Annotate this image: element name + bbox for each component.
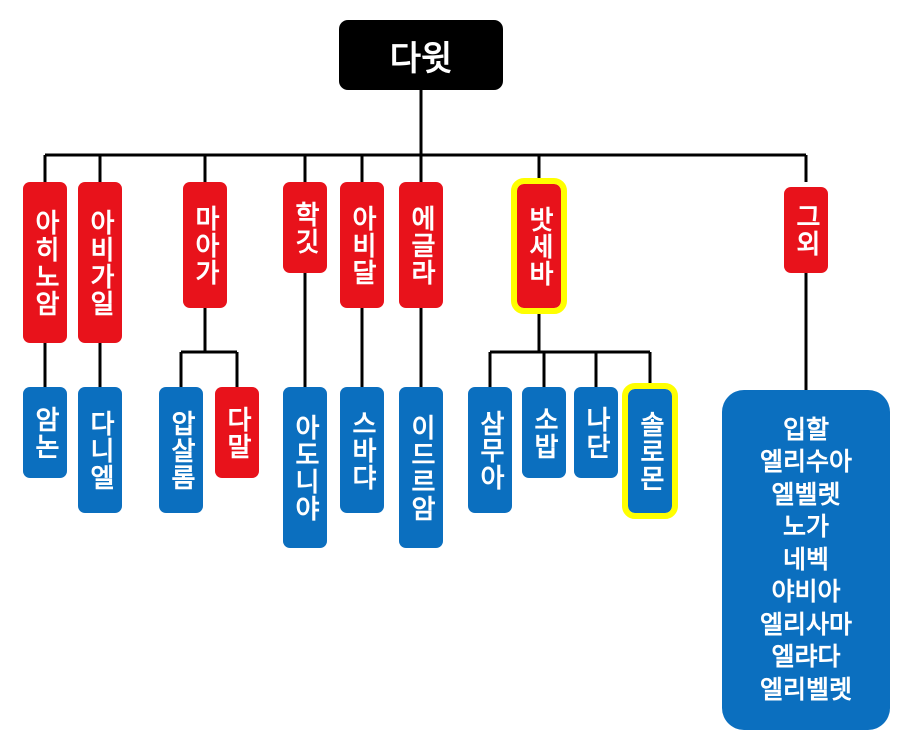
child-daniel: 다니엘 <box>78 387 122 513</box>
wife-maacah: 마아가 <box>183 182 227 308</box>
wife-bathsheba: 밧세바 <box>511 178 567 314</box>
child-shephatiah: 스바댜 <box>340 387 384 513</box>
others-child-5: 네벡 <box>782 544 829 574</box>
child-solomon: 솔로몬 <box>622 383 678 519</box>
child-ithream: 이드르암 <box>399 387 443 548</box>
others-child-8: 엘랴다 <box>771 642 841 672</box>
others-child-1: 입할 <box>782 414 829 444</box>
wives-others: 그외 <box>784 187 828 273</box>
root-node-david: 다윗 <box>339 20 503 90</box>
child-nathan: 나단 <box>574 387 618 478</box>
wife-abigail: 아비가일 <box>78 182 122 343</box>
wife-ahinoam: 아히노암 <box>23 182 67 343</box>
others-child-6: 야비아 <box>771 577 841 607</box>
others-child-4: 노가 <box>782 512 829 542</box>
child-shammua: 삼무아 <box>468 387 512 513</box>
child-amnon: 암논 <box>23 387 67 478</box>
child-shobab: 소밥 <box>522 387 566 478</box>
child-absalom: 압살롬 <box>159 387 203 513</box>
others-children-box: 입할 엘리수아 엘벨렛 노가 네벡 야비아 엘리사마 엘랴다 엘리벨렛 <box>722 390 890 730</box>
others-child-3: 엘벨렛 <box>771 479 841 509</box>
child-tamar: 다말 <box>215 387 259 478</box>
others-child-9: 엘리벨렛 <box>759 674 852 704</box>
others-child-7: 엘리사마 <box>759 609 852 639</box>
wife-abital: 아비달 <box>340 182 384 308</box>
wife-haggith: 학깃 <box>283 182 327 273</box>
wife-eglah: 에글라 <box>399 182 443 308</box>
child-adonijah: 아도니야 <box>283 387 327 548</box>
others-child-2: 엘리수아 <box>759 447 852 477</box>
